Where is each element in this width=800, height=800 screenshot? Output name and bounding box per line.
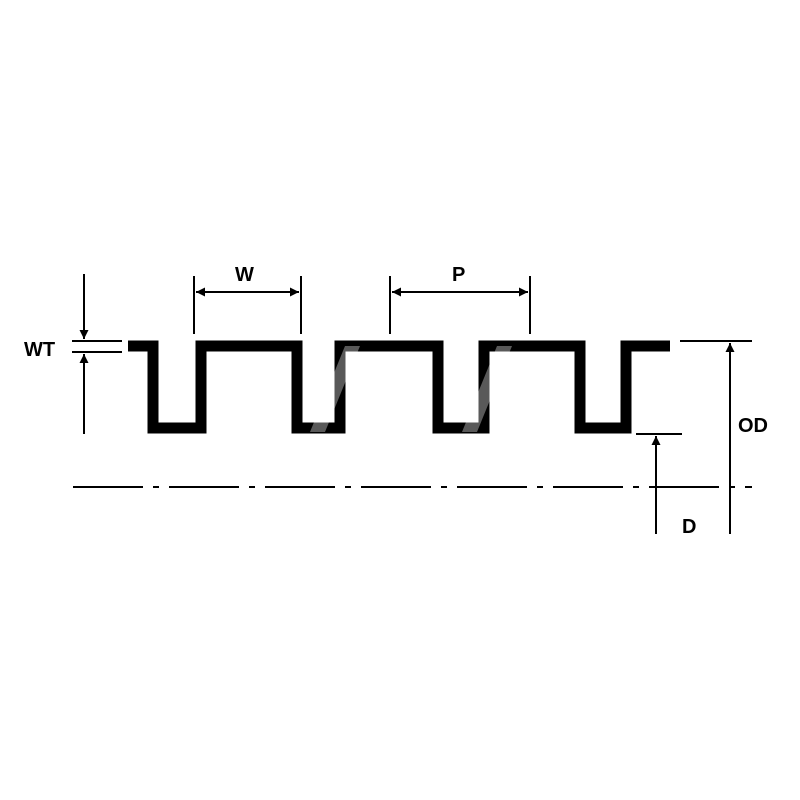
d-label: D [682,516,696,538]
wall-thickness-dimension [72,274,122,434]
corrugated-profile [128,340,670,434]
wt-label: WT [24,339,55,361]
inner-diameter-dimension [636,433,682,534]
pitch-dimension [389,276,531,334]
od-label: OD [738,415,768,437]
w-label: W [235,264,254,286]
watermark [310,346,512,432]
outer-diameter-dimension [680,340,752,534]
width-dimension [193,276,302,334]
p-label: P [452,264,465,286]
